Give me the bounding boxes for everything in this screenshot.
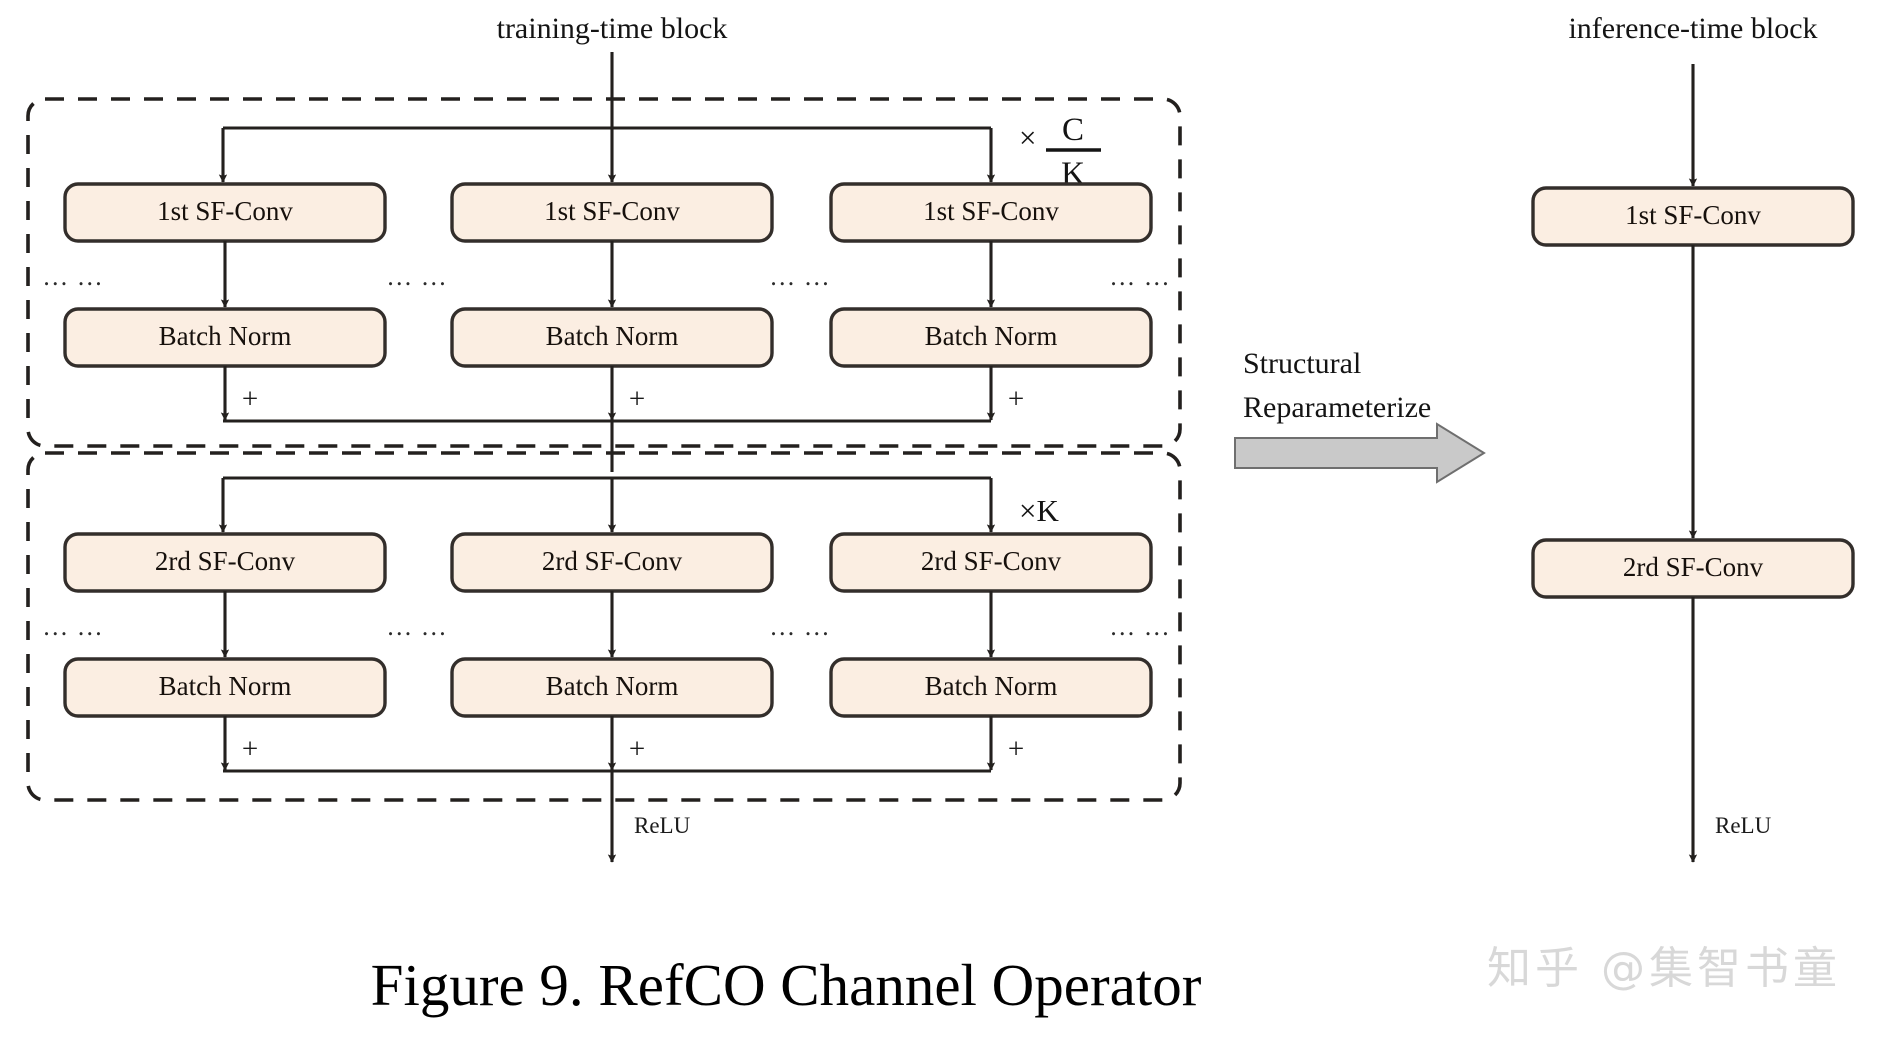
group-1-ellipsis-3: … … — [769, 262, 831, 291]
node-inference-2rd-sfconv-label: 2rd SF-Conv — [1623, 552, 1764, 582]
group-1-multiplier-numerator: C — [1062, 112, 1084, 148]
group-2-dashed-container — [26, 451, 1182, 802]
group-1-sum-col3: + — [1008, 383, 1024, 415]
reparameterize-label-line2: Reparameterize — [1243, 391, 1431, 424]
node-batchnorm-2-col1-label: Batch Norm — [159, 671, 292, 701]
group-1-ellipsis-4: … … — [1109, 262, 1171, 291]
node-batchnorm-1-col2-label: Batch Norm — [546, 321, 679, 351]
group-2-ellipsis-4: … … — [1109, 612, 1171, 641]
node-2rd-sfconv-col1-label: 2rd SF-Conv — [155, 546, 296, 576]
node-1st-sfconv-col2-label: 1st SF-Conv — [544, 196, 680, 226]
training-relu-label: ReLU — [634, 813, 691, 838]
reparameterize-arrow-icon — [1234, 422, 1486, 484]
group-1-multiplier-symbol: × — [1019, 120, 1036, 155]
node-inference-1st-sfconv-label: 1st SF-Conv — [1625, 200, 1761, 230]
node-batchnorm-1-col1-label: Batch Norm — [159, 321, 292, 351]
group-1-dashed-container — [26, 97, 1182, 448]
node-2rd-sfconv-col3-label: 2rd SF-Conv — [921, 546, 1062, 576]
group-1-ellipsis-2: … … — [386, 262, 448, 291]
group-1-ellipsis-1: … … — [42, 262, 104, 291]
group-1-sum-col1: + — [242, 383, 258, 415]
group-2-ellipsis-1: … … — [42, 612, 104, 641]
group-2-sum-col2: + — [629, 733, 645, 765]
group-1-sum-col2: + — [629, 383, 645, 415]
inference-relu-label: ReLU — [1715, 813, 1772, 838]
figure-caption: Figure 9. RefCO Channel Operator — [371, 952, 1202, 1018]
node-2rd-sfconv-col2-label: 2rd SF-Conv — [542, 546, 683, 576]
group-2-ellipsis-3: … … — [769, 612, 831, 641]
inference-block-title: inference-time block — [1568, 12, 1817, 45]
group-2-sum-col1: + — [242, 733, 258, 765]
node-1st-sfconv-col3-label: 1st SF-Conv — [923, 196, 1059, 226]
training-block-title: training-time block — [497, 12, 728, 45]
group-2-sum-col3: + — [1008, 733, 1024, 765]
reparameterize-label-line1: Structural — [1243, 347, 1361, 380]
node-batchnorm-2-col2-label: Batch Norm — [546, 671, 679, 701]
group-2-ellipsis-2: … … — [386, 612, 448, 641]
node-1st-sfconv-col1-label: 1st SF-Conv — [157, 196, 293, 226]
node-batchnorm-1-col3-label: Batch Norm — [925, 321, 1058, 351]
group-2-multiplier: ×K — [1019, 493, 1059, 528]
node-batchnorm-2-col3-label: Batch Norm — [925, 671, 1058, 701]
